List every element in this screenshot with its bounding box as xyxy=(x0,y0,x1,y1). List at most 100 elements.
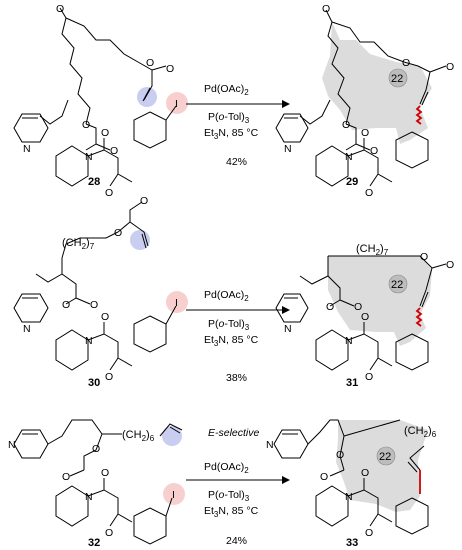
atom-o-ketone: O xyxy=(322,3,330,15)
product-33: (CH2)6 22 N O O N O O xyxy=(266,419,437,539)
catalyst-label: Pd(OAc)2 xyxy=(204,83,249,97)
atom-n-piperidine: N xyxy=(85,151,93,163)
yield-label: 38% xyxy=(226,372,247,384)
atom-o-oxalyl: O xyxy=(361,127,369,139)
atom-n-pyridine: N xyxy=(284,143,292,155)
atom-o-carboxyl: O xyxy=(82,119,90,131)
ligand-label: P(o-Tol)3 xyxy=(208,111,250,125)
atom-o-carbonyl: O xyxy=(370,145,378,157)
atom-o-carboxyl: O xyxy=(342,119,350,131)
atom-n-piperidine: N xyxy=(345,491,353,503)
product-31: (CH2)7 22 O O O O N N O O xyxy=(275,243,454,383)
atom-o-oxalyl: O xyxy=(361,311,369,323)
atom-o-oxalyl2: O xyxy=(365,371,373,383)
atom-n-pyridine: N xyxy=(23,143,31,155)
ring-size-badge xyxy=(376,446,396,466)
atom-iodine: I xyxy=(175,297,178,309)
iodide-highlight xyxy=(163,483,185,505)
atom-o-lactone2: O xyxy=(446,61,454,73)
yield-label: 42% xyxy=(226,156,247,168)
atom-o-oxalyl2: O xyxy=(105,187,113,199)
alkene-highlight xyxy=(137,87,157,107)
atom-n-piperidine: N xyxy=(85,335,93,347)
arrow-head xyxy=(282,306,290,314)
atom-o-lactone2: O xyxy=(446,259,454,271)
chain-label: (CH2)6 xyxy=(404,425,437,439)
compound-label-30: 30 xyxy=(88,377,100,389)
ring-size-badge xyxy=(388,68,408,88)
atom-n-piperidine: N xyxy=(345,335,353,347)
atom-o-ester: O xyxy=(146,57,154,69)
atom-o-ketone: O xyxy=(56,3,64,15)
atom-o-ester2: O xyxy=(140,195,148,207)
atom-o-carbonyl: O xyxy=(110,145,118,157)
iodide-highlight xyxy=(166,291,188,313)
atom-o-carboxyl: O xyxy=(320,471,328,483)
compound-label-29: 29 xyxy=(346,176,358,188)
macrocycle-fill xyxy=(336,420,428,512)
atom-n-pyridine: N xyxy=(8,439,16,451)
atom-o-carboxyl: O xyxy=(62,299,70,311)
new-bond xyxy=(415,307,423,327)
atom-o-oxalyl: O xyxy=(101,467,109,479)
compound-label-31: 31 xyxy=(346,377,358,389)
macrocycle-fill xyxy=(322,22,432,144)
atom-iodine: I xyxy=(175,98,178,110)
iodide-highlight xyxy=(166,92,188,114)
ring-size-badge xyxy=(388,274,408,294)
atom-n-piperidine: N xyxy=(345,151,353,163)
atom-n-pyridine: N xyxy=(23,323,31,335)
new-bond xyxy=(415,105,423,125)
atom-o-carboxyl: O xyxy=(326,301,334,313)
starting-material-30: (CH2)7 O O O O N N O O I xyxy=(13,195,188,383)
atom-o-carbonyl: O xyxy=(354,301,362,313)
ligand-label: P(o-Tol)3 xyxy=(208,489,250,503)
atom-iodine: I xyxy=(172,489,175,501)
ligand-label: P(o-Tol)3 xyxy=(208,318,250,332)
reaction-1: O O O O O N N O O I Pd(OAc)2 P(o-Tol)3 E… xyxy=(13,3,454,199)
chain-label: (CH2)6 xyxy=(122,429,155,443)
product-29: 22 O O O O O N N O O xyxy=(275,3,454,199)
atom-o-oxalyl2: O xyxy=(105,371,113,383)
ring-size-label: 22 xyxy=(391,73,403,85)
atom-o-oxalyl2: O xyxy=(365,527,373,539)
atom-o-oxalyl: O xyxy=(361,467,369,479)
chain-label: (CH2)7 xyxy=(62,237,95,251)
reaction-3: (CH2)6 N O O N O O I E-selective Pd(OAc)… xyxy=(8,419,437,549)
conditions-2: Pd(OAc)2 P(o-Tol)3 Et3N, 85 °C 38% xyxy=(186,289,290,384)
base-label: Et3N, 85 °C xyxy=(204,505,259,519)
atom-o-oxalyl2: O xyxy=(105,527,113,539)
yield-label: 24% xyxy=(226,535,247,547)
compound-label-33: 33 xyxy=(346,537,358,549)
compound-label-28: 28 xyxy=(88,176,100,188)
catalyst-label: Pd(OAc)2 xyxy=(204,461,249,475)
atom-o-ester2: O xyxy=(166,63,174,75)
atom-n-pyridine: N xyxy=(266,439,274,451)
compound-label-32: 32 xyxy=(88,537,100,549)
arrow-head xyxy=(282,100,290,108)
catalyst-label: Pd(OAc)2 xyxy=(204,289,249,303)
base-label: Et3N, 85 °C xyxy=(204,127,259,141)
selectivity-label: E-selective xyxy=(208,427,260,439)
arrow-head xyxy=(282,476,290,484)
atom-o-ester: O xyxy=(114,227,122,239)
reaction-2: (CH2)7 O O O O N N O O I xyxy=(13,195,454,389)
ring-size-label: 22 xyxy=(391,279,403,291)
starting-material-32: (CH2)6 N O O N O O I xyxy=(8,419,185,545)
atom-o-oxalyl: O xyxy=(101,311,109,323)
chain-label: (CH2)7 xyxy=(356,243,389,257)
atom-o-ester: O xyxy=(336,449,344,461)
atom-n-pyridine: N xyxy=(284,323,292,335)
conditions-1: Pd(OAc)2 P(o-Tol)3 Et3N, 85 °C 42% xyxy=(186,83,290,168)
atom-o-carboxyl: O xyxy=(62,471,70,483)
atom-o-lactone: O xyxy=(420,251,428,263)
atom-o-oxalyl: O xyxy=(101,127,109,139)
atom-o-carbonyl: O xyxy=(90,299,98,311)
alkene-highlight xyxy=(130,230,150,250)
base-label: Et3N, 85 °C xyxy=(204,334,259,348)
ring-size-label: 22 xyxy=(379,451,391,463)
atom-o-lactone: O xyxy=(402,57,410,69)
starting-material-28: O O O O O N N O O I xyxy=(13,3,188,199)
macrocycle-fill xyxy=(328,256,432,346)
